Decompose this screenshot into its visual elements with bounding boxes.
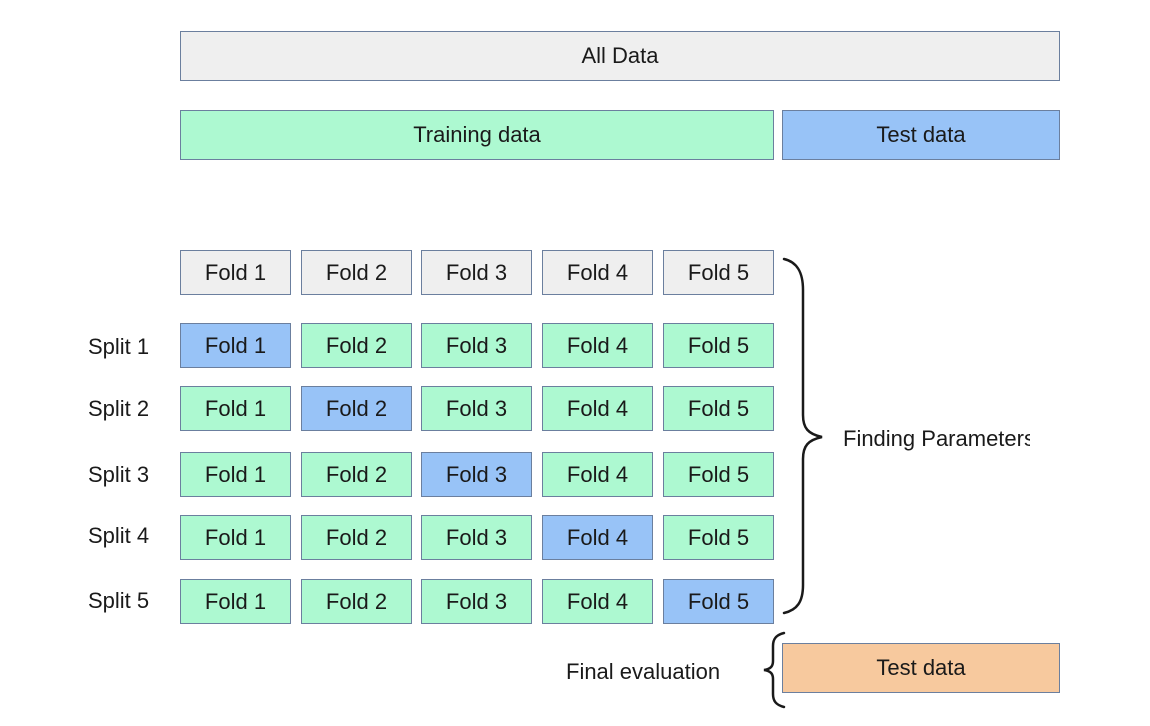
fold-header-label: Fold 2: [325, 259, 388, 285]
split-2-fold-1: Fold 1: [180, 386, 291, 431]
training-data-label: Training data: [413, 122, 541, 147]
split-label-5: Split 5: [88, 588, 150, 613]
fold-header-2: Fold 2: [301, 250, 412, 295]
split-1-fold-5: Fold 5: [663, 323, 774, 368]
fold-label: Fold 5: [687, 395, 750, 421]
split-5-fold-4: Fold 4: [542, 579, 653, 624]
fold-label: Fold 4: [566, 332, 629, 358]
split-1-fold-2: Fold 2: [301, 323, 412, 368]
split-label-4: Split 4: [88, 523, 150, 548]
split-5-fold-2: Fold 2: [301, 579, 412, 624]
training-data-bar: Training data: [180, 110, 774, 160]
final-test-data-label: Test data: [876, 655, 966, 680]
fold-label: Fold 5: [687, 332, 750, 358]
test-data-bar: Test data: [782, 110, 1060, 160]
split-3-fold-4: Fold 4: [542, 452, 653, 497]
fold-label: Fold 5: [687, 461, 750, 487]
split-label-2: Split 2: [88, 396, 150, 421]
fold-header-1: Fold 1: [180, 250, 291, 295]
final-test-data-bar: Test data: [782, 643, 1060, 693]
split-label-3: Split 3: [88, 462, 150, 487]
fold-label: Fold 4: [566, 395, 629, 421]
all-data-bar: All Data: [180, 31, 1060, 81]
fold-label: Fold 1: [204, 395, 267, 421]
split-1-fold-3: Fold 3: [421, 323, 532, 368]
fold-header-label: Fold 4: [566, 259, 629, 285]
finding-parameters-label: Finding Parameters: [843, 426, 1030, 451]
split-4-fold-3: Fold 3: [421, 515, 532, 560]
split-3-fold-2: Fold 2: [301, 452, 412, 497]
fold-label: Fold 3: [445, 332, 508, 358]
fold-label: Fold 3: [445, 524, 508, 550]
fold-label: Fold 5: [687, 524, 750, 550]
finding-parameters-brace: [782, 257, 823, 615]
split-5-fold-1: Fold 1: [180, 579, 291, 624]
fold-label: Fold 2: [325, 461, 388, 487]
fold-header-3: Fold 3: [421, 250, 532, 295]
all-data-label: All Data: [581, 43, 659, 68]
fold-label: Fold 1: [204, 461, 267, 487]
fold-label: Fold 2: [325, 395, 388, 421]
fold-label: Fold 2: [325, 332, 388, 358]
split-1-fold-1: Fold 1: [180, 323, 291, 368]
fold-label: Fold 4: [566, 588, 629, 614]
fold-header-label: Fold 5: [687, 259, 750, 285]
split-4-fold-5: Fold 5: [663, 515, 774, 560]
split-4-fold-2: Fold 2: [301, 515, 412, 560]
fold-label: Fold 5: [687, 588, 750, 614]
fold-label: Fold 4: [566, 524, 629, 550]
fold-label: Fold 3: [445, 395, 508, 421]
fold-header-5: Fold 5: [663, 250, 774, 295]
fold-label: Fold 4: [566, 461, 629, 487]
fold-label: Fold 1: [204, 332, 267, 358]
split-2-fold-5: Fold 5: [663, 386, 774, 431]
fold-label: Fold 3: [445, 588, 508, 614]
fold-label: Fold 1: [204, 524, 267, 550]
split-3-fold-3: Fold 3: [421, 452, 532, 497]
split-3-fold-1: Fold 1: [180, 452, 291, 497]
final-evaluation-label: Final evaluation: [566, 659, 721, 684]
split-2-fold-4: Fold 4: [542, 386, 653, 431]
fold-header-4: Fold 4: [542, 250, 653, 295]
fold-label: Fold 1: [204, 588, 267, 614]
split-4-fold-4: Fold 4: [542, 515, 653, 560]
final-evaluation-brace: [763, 631, 786, 709]
split-5-fold-5: Fold 5: [663, 579, 774, 624]
fold-header-label: Fold 1: [204, 259, 267, 285]
split-2-fold-2: Fold 2: [301, 386, 412, 431]
split-1-fold-4: Fold 4: [542, 323, 653, 368]
fold-label: Fold 2: [325, 588, 388, 614]
fold-label: Fold 2: [325, 524, 388, 550]
split-label-1: Split 1: [88, 334, 150, 359]
fold-header-label: Fold 3: [445, 259, 508, 285]
split-3-fold-5: Fold 5: [663, 452, 774, 497]
fold-label: Fold 3: [445, 461, 508, 487]
split-5-fold-3: Fold 3: [421, 579, 532, 624]
split-4-fold-1: Fold 1: [180, 515, 291, 560]
split-2-fold-3: Fold 3: [421, 386, 532, 431]
test-data-label: Test data: [876, 122, 966, 147]
